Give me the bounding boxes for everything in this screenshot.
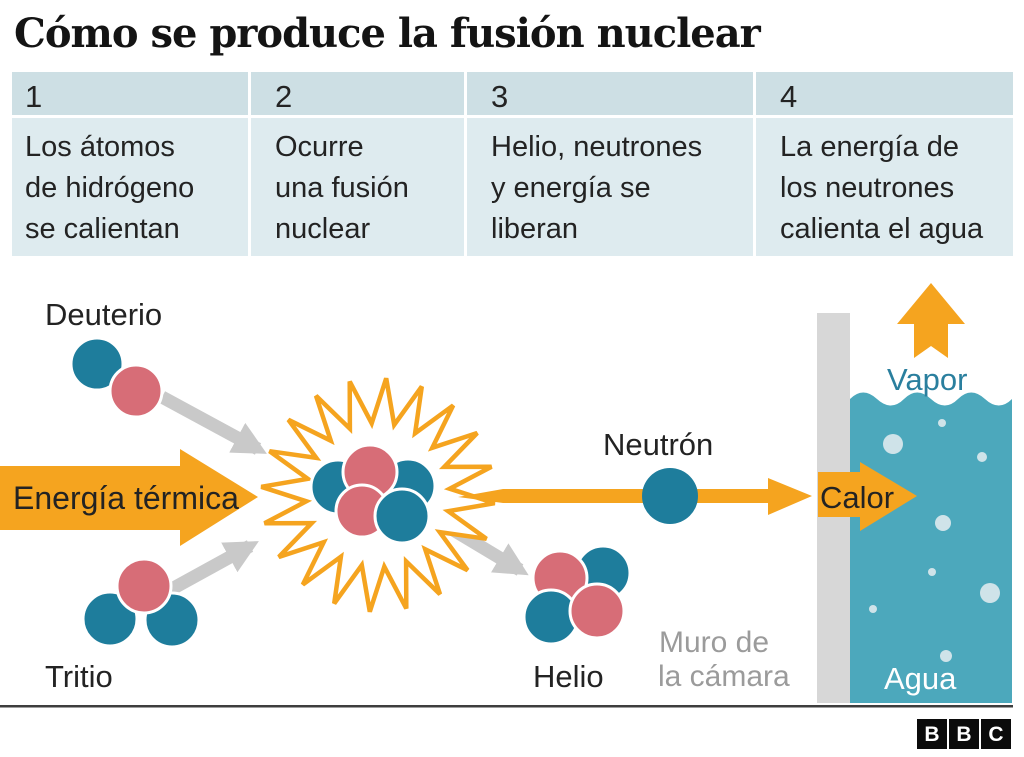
vapor-label: Vapor bbox=[887, 362, 967, 397]
bbc-logo-letter: B bbox=[956, 723, 971, 746]
bbc-logo: B B C bbox=[917, 719, 1011, 749]
neutron-label: Neutrón bbox=[603, 427, 713, 462]
bubble-icon bbox=[977, 452, 987, 462]
step-column-2: 2 Ocurre una fusión nuclear bbox=[248, 72, 464, 256]
bubble-icon bbox=[938, 419, 946, 427]
proton-particle bbox=[568, 582, 626, 640]
bubble-icon bbox=[869, 605, 877, 613]
bubble-icon bbox=[883, 434, 903, 454]
step-text: La energía de los neutrones calienta el … bbox=[756, 118, 1013, 256]
tritio-label: Tritio bbox=[45, 659, 113, 694]
step-number: 1 bbox=[12, 72, 248, 115]
step-column-1: 1 Los átomos de hidrógeno se calientan bbox=[12, 72, 248, 256]
fused-nucleus-cluster bbox=[309, 443, 437, 545]
step-number: 4 bbox=[756, 72, 1013, 115]
proton-particle bbox=[108, 363, 164, 419]
agua-label: Agua bbox=[884, 661, 957, 696]
step-number: 3 bbox=[467, 72, 753, 115]
tritio-to-fusion-arrow bbox=[166, 540, 259, 596]
step-column-4: 4 La energía de los neutrones calienta e… bbox=[753, 72, 1013, 256]
step-text: Helio, neutrones y energía se liberan bbox=[467, 118, 753, 256]
thermal-energy-arrow bbox=[0, 449, 258, 546]
footer-divider bbox=[0, 705, 1013, 708]
neutron-particle bbox=[373, 487, 431, 545]
bubble-icon bbox=[980, 583, 1000, 603]
water-bubbles bbox=[869, 419, 1000, 662]
bbc-logo-letter: C bbox=[988, 723, 1003, 746]
chamber-wall-label-line2: la cámara bbox=[658, 660, 790, 693]
deuterio-to-fusion-arrow bbox=[158, 391, 267, 455]
bubble-icon bbox=[928, 568, 936, 576]
tritio-atom bbox=[81, 557, 201, 649]
bbc-logo-letter: B bbox=[924, 723, 939, 746]
vapor-arrow bbox=[897, 283, 965, 358]
page-title: Cómo se produce la fusión nuclear bbox=[14, 10, 761, 57]
steps-table: 1 Los átomos de hidrógeno se calientan 2… bbox=[12, 72, 1013, 256]
bubble-icon bbox=[940, 650, 952, 662]
heat-arrow bbox=[818, 462, 917, 531]
bbc-logo-box bbox=[981, 719, 1011, 749]
bbc-logo-box bbox=[917, 719, 947, 749]
deuterio-atom bbox=[69, 336, 164, 419]
proton-particle bbox=[115, 557, 173, 615]
helio-atom bbox=[522, 544, 632, 646]
helio-label: Helio bbox=[533, 659, 604, 694]
thermal-energy-label: Energía térmica bbox=[13, 480, 239, 516]
step-column-3: 3 Helio, neutrones y energía se liberan bbox=[464, 72, 753, 256]
bubble-icon bbox=[935, 515, 951, 531]
neutron-beam-arrow bbox=[458, 478, 812, 515]
bbc-logo-box bbox=[949, 719, 979, 749]
neutron-particle bbox=[69, 336, 125, 392]
neutron-particle-free bbox=[642, 468, 698, 524]
chamber-wall-label-line1: Muro de bbox=[659, 626, 769, 659]
step-text: Los átomos de hidrógeno se calientan bbox=[12, 118, 248, 256]
step-number: 2 bbox=[251, 72, 464, 115]
heat-label: Calor bbox=[820, 480, 894, 515]
step-text: Ocurre una fusión nuclear bbox=[251, 118, 464, 256]
deuterio-label: Deuterio bbox=[45, 297, 162, 332]
water-tank bbox=[850, 392, 1012, 703]
